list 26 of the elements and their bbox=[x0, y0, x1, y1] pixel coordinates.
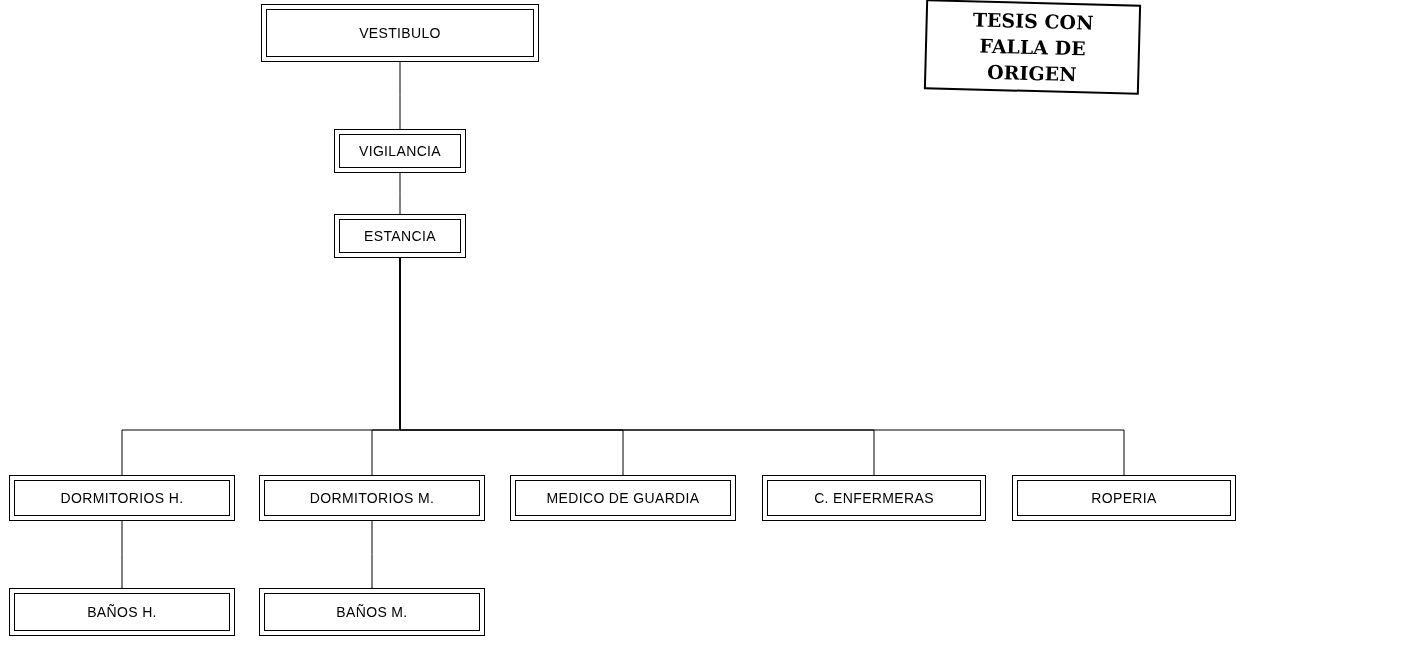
stamp: TESIS CON FALLA DE ORIGEN bbox=[923, 0, 1142, 95]
connector-line bbox=[121, 520, 123, 589]
connector-line bbox=[371, 520, 373, 589]
room-box bbox=[259, 475, 485, 521]
connector-line bbox=[399, 61, 401, 130]
room-name: BAÑOS H. bbox=[87, 602, 157, 622]
room-box bbox=[261, 4, 539, 62]
room-box bbox=[9, 588, 235, 636]
connector-line bbox=[399, 257, 1125, 476]
room-name: VESTIBULO bbox=[359, 23, 441, 43]
room-box bbox=[334, 214, 466, 258]
room-box bbox=[259, 588, 485, 636]
room-name: DORMITORIOS H. bbox=[60, 488, 184, 508]
room-name: ROPERIA bbox=[1091, 488, 1157, 508]
room-name: VIGILANCIA bbox=[358, 141, 442, 161]
room-box bbox=[9, 475, 235, 521]
room-name: BAÑOS M. bbox=[336, 602, 408, 622]
room-name: ESTANCIA bbox=[364, 226, 436, 246]
room-box bbox=[1012, 475, 1236, 521]
room-name: MEDICO DE GUARDIA bbox=[546, 488, 700, 508]
room-name: DORMITORIOS M. bbox=[309, 488, 435, 508]
room-box bbox=[334, 129, 466, 173]
room-box bbox=[762, 475, 986, 521]
connector-line bbox=[399, 172, 401, 215]
room-box bbox=[510, 475, 736, 521]
room-name: C. ENFERMERAS bbox=[814, 488, 934, 508]
